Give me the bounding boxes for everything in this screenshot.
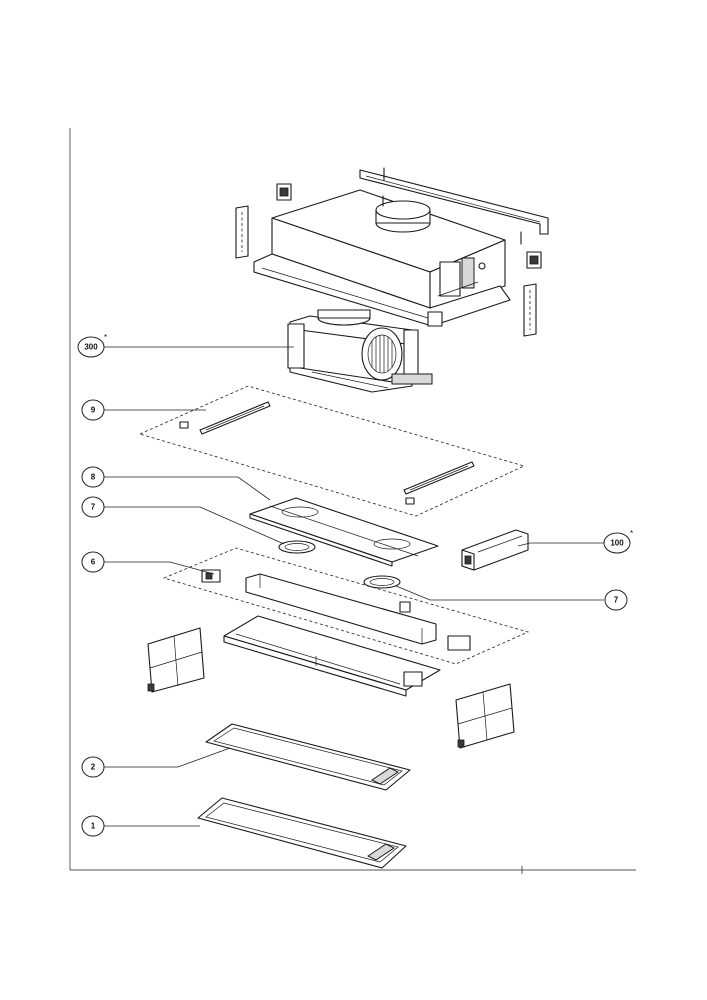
callout-300: 300 *	[77, 333, 107, 358]
svg-text:*: *	[630, 529, 633, 538]
svg-text:7: 7	[614, 596, 619, 605]
filter-panel-2	[205, 723, 411, 791]
lower-tray	[223, 615, 441, 697]
channel-assembly-6	[162, 547, 530, 665]
svg-text:100: 100	[610, 539, 624, 548]
drawing-frame	[69, 128, 636, 874]
cover-panel-1	[197, 797, 407, 869]
svg-text:1: 1	[91, 822, 96, 831]
svg-text:300: 300	[84, 343, 98, 352]
side-clips	[276, 183, 542, 269]
side-channels	[235, 205, 537, 337]
control-module-100	[461, 529, 529, 571]
svg-text:8: 8	[91, 473, 96, 482]
motor-fan-unit	[287, 309, 433, 393]
grease-filter-left	[147, 627, 205, 693]
rear-mounting-bracket	[359, 167, 549, 235]
grease-filter-right	[455, 683, 515, 749]
svg-text:6: 6	[91, 558, 96, 567]
svg-text:7: 7	[91, 503, 96, 512]
callout-100: 100 *	[603, 529, 633, 554]
hood-housing	[253, 189, 522, 327]
callout-6: 6	[81, 551, 105, 573]
callout-1: 1	[81, 815, 105, 837]
svg-text:*: *	[104, 333, 107, 342]
svg-text:2: 2	[91, 763, 96, 772]
rings-7	[278, 540, 401, 589]
svg-text:9: 9	[91, 406, 96, 415]
callout-9: 9	[81, 399, 105, 421]
leader-lines	[103, 346, 604, 827]
inner-plate-8	[249, 497, 439, 567]
rail-assembly-9	[138, 385, 526, 517]
callout-7-right: 7	[604, 589, 628, 611]
callout-7-left: 7	[81, 496, 105, 518]
callout-8: 8	[81, 466, 105, 488]
callout-2: 2	[81, 756, 105, 778]
